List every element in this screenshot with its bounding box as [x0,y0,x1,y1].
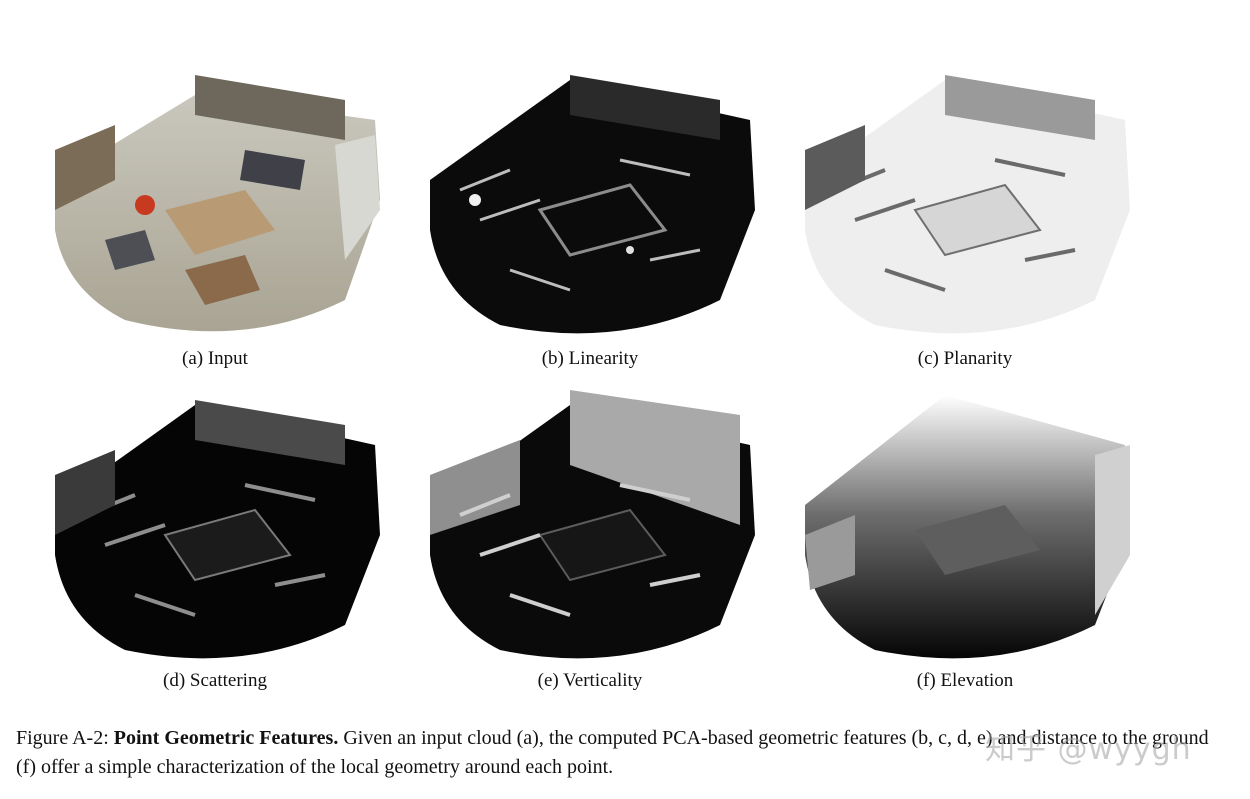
figure-title: Point Geometric Features. [113,727,339,749]
figure-label: Figure A-2: [16,727,109,749]
figure-text: Given an input cloud (a), the computed P… [16,727,1209,778]
subcaption-b: (b) Linearity [541,348,639,369]
subcaption-d: (d) Scattering [163,670,267,691]
panel-planarity-image [795,60,1135,340]
subcaption-f: (f) Elevation [916,670,1014,691]
panel-scattering-image [45,385,385,665]
figure-caption: Figure A-2: Point Geometric Features. Gi… [16,724,1231,782]
panel-elevation-image [795,385,1135,665]
subcaption-c: (c) Planarity [917,348,1013,369]
panel-input-image [45,60,385,340]
subcaption-a: (a) Input [182,348,248,369]
watermark-text: 知乎 @wyygh [985,732,1192,767]
subcaption-e: (e) Verticality [537,670,643,691]
panel-linearity-image [420,60,760,340]
panel-verticality-image [420,385,760,665]
